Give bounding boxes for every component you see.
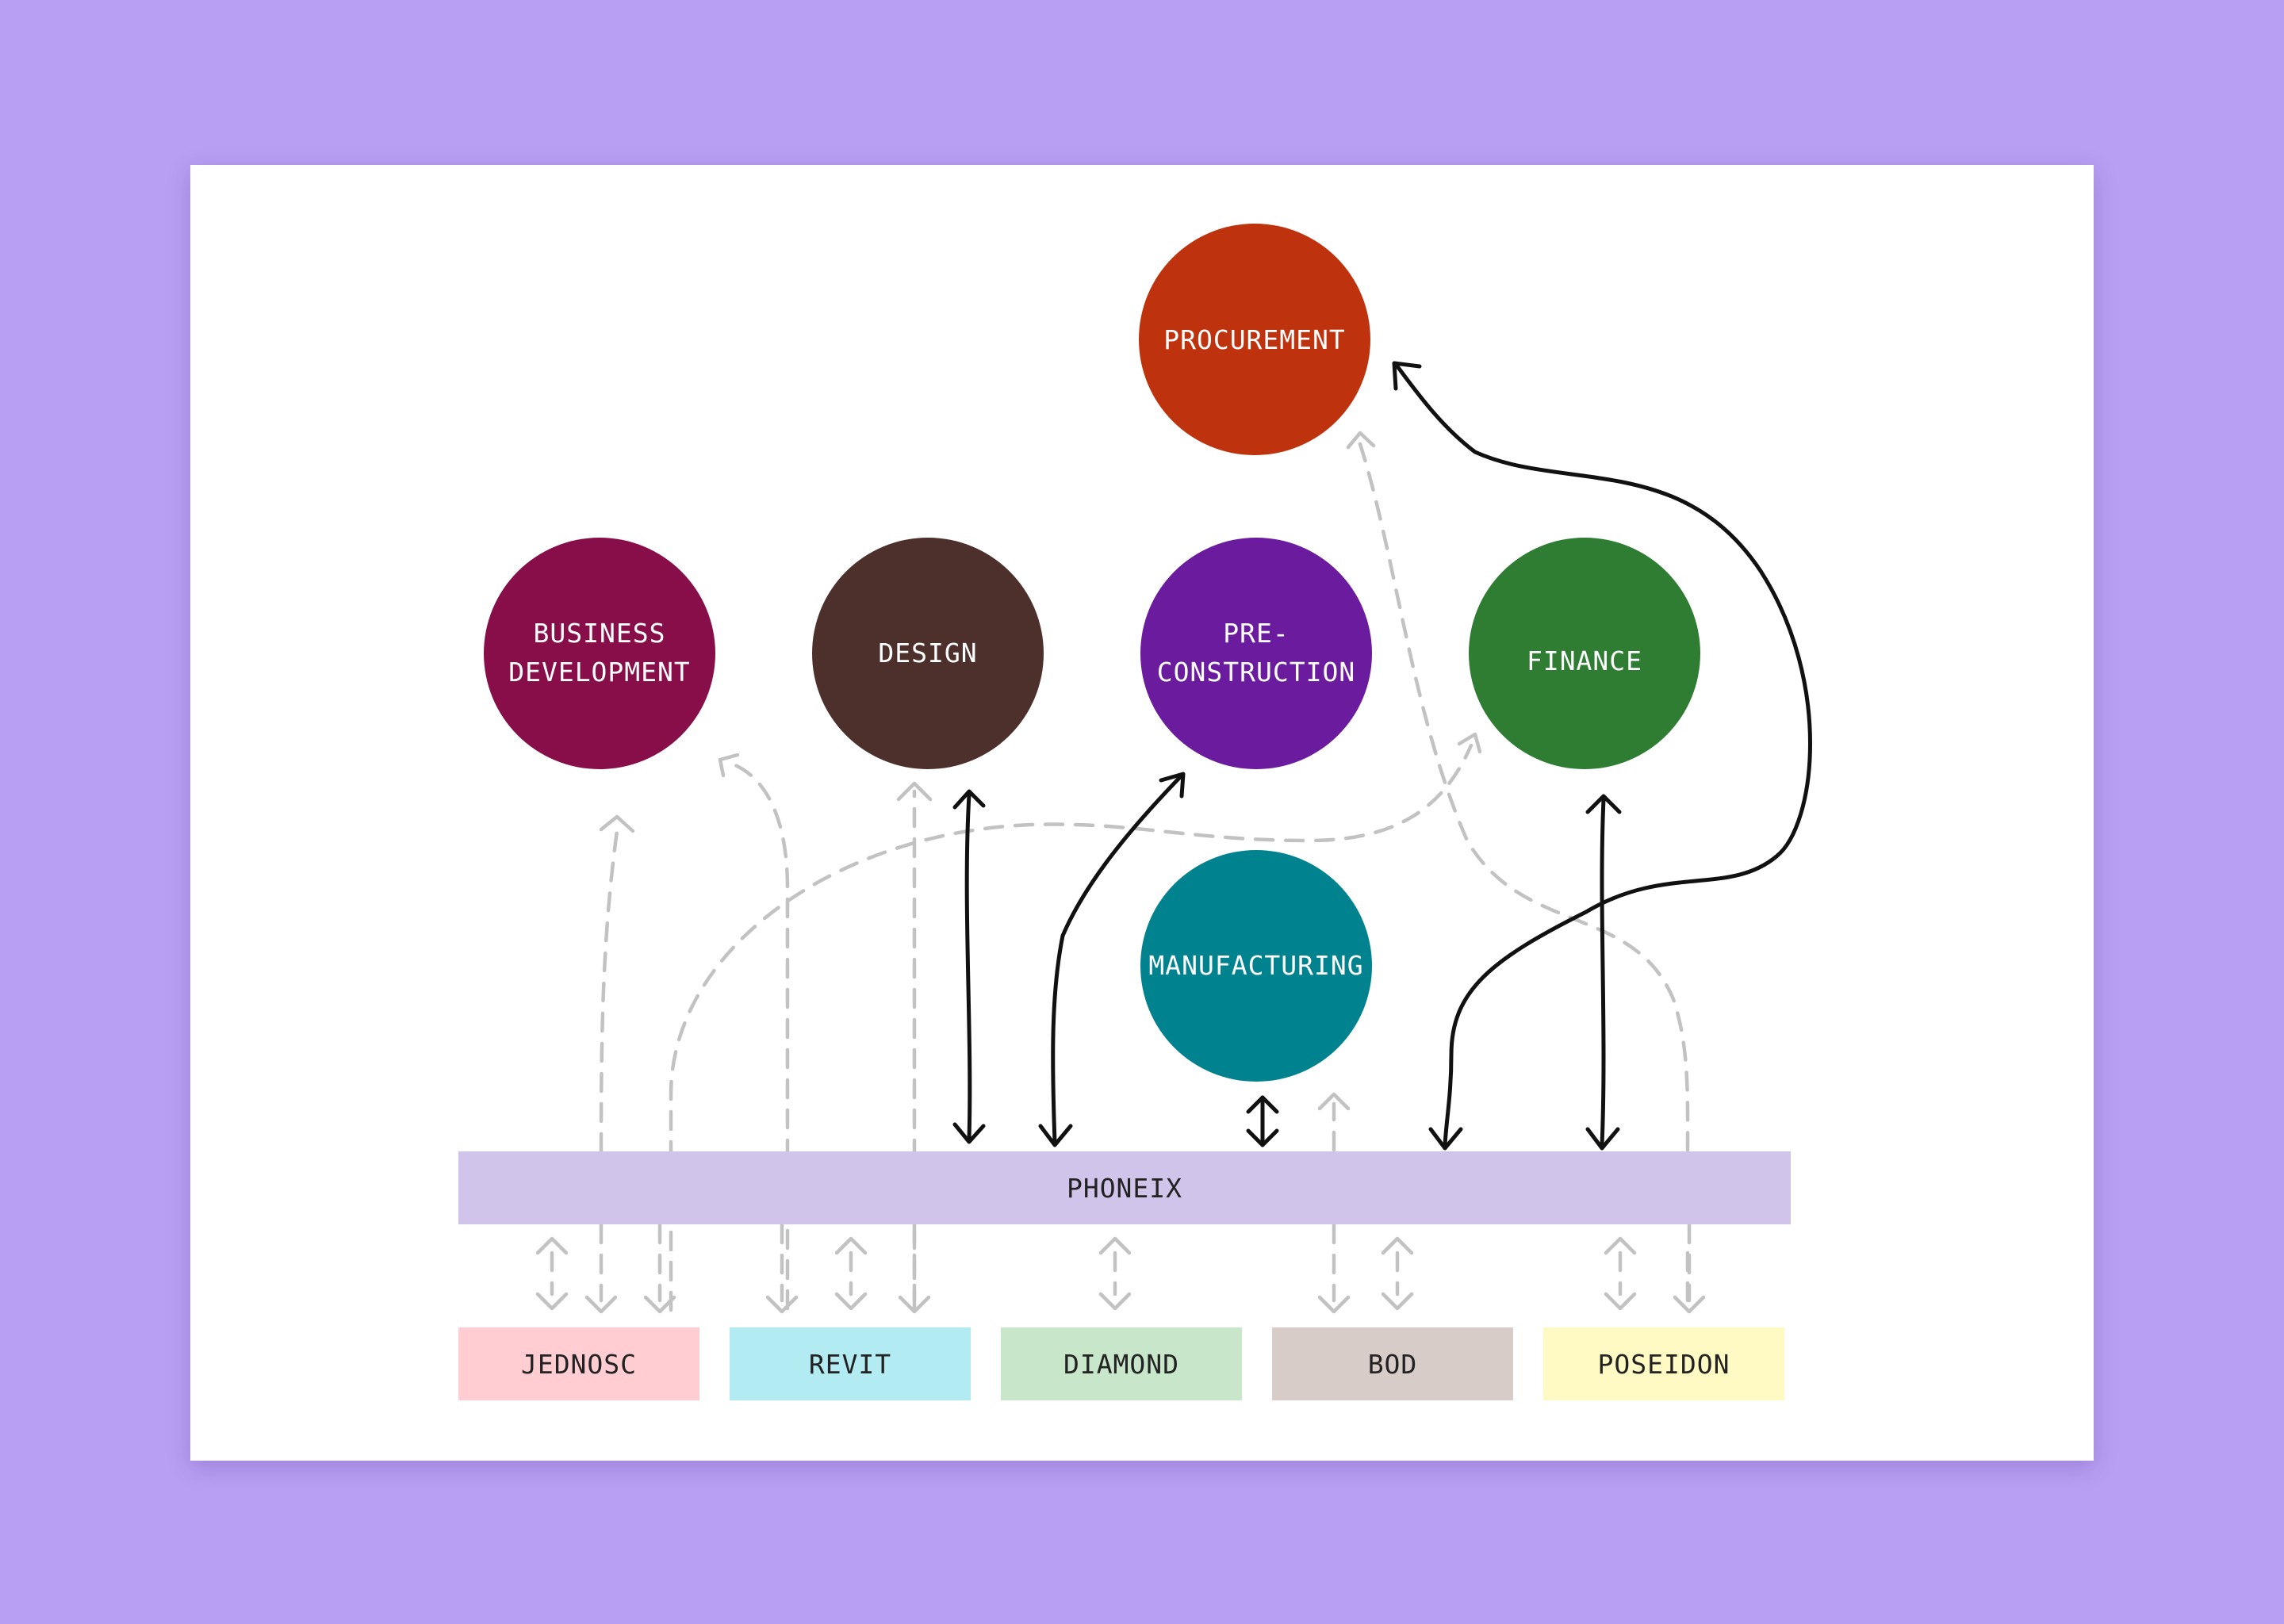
system-box	[1543, 1327, 1784, 1400]
dashed-arrow-to-finance	[669, 743, 1473, 1312]
dashed-arrow-revit-to-design	[727, 760, 790, 1311]
system-label: DIAMOND	[1063, 1349, 1179, 1380]
procurement-circle	[1139, 224, 1370, 455]
jednosc-connectors	[535, 1223, 676, 1314]
solid-connectors	[952, 361, 1812, 1151]
system-diamond[interactable]: DIAMOND	[1001, 1327, 1242, 1400]
node-business-development[interactable]: BUSINESS DEVELOPMENT	[484, 538, 715, 769]
arrowhead-icon	[1317, 1092, 1351, 1111]
system-jednosc[interactable]: JEDNOSC	[458, 1327, 699, 1400]
arrowhead-icon	[1346, 431, 1376, 450]
diagram-card	[190, 165, 2094, 1461]
revit-connectors	[765, 1223, 931, 1314]
arrowhead-icon	[1392, 361, 1463, 1151]
finance-circle	[1469, 538, 1700, 769]
procurement-label: PROCUREMENT	[1163, 324, 1346, 355]
node-procurement[interactable]: PROCUREMENT	[1139, 224, 1370, 455]
design-circle	[812, 538, 1044, 769]
node-preconstruction[interactable]: PRE- CONSTRUCTION	[1140, 538, 1372, 769]
preconstruction-label-line2: CONSTRUCTION	[1157, 657, 1355, 688]
arrow-design-phoenix	[964, 792, 972, 1141]
system-box	[730, 1327, 971, 1400]
system-label: BOD	[1368, 1349, 1418, 1380]
hub-label: PHONEIX	[1067, 1173, 1182, 1204]
business-development-label-line1: BUSINESS	[534, 618, 666, 649]
system-box	[458, 1327, 699, 1400]
arrowhead-icon	[952, 789, 986, 1144]
preconstruction-label-line1: PRE-	[1223, 618, 1289, 649]
arrowhead-icon	[599, 814, 635, 833]
node-design[interactable]: DESIGN	[812, 538, 1044, 769]
diamond-connectors	[1098, 1236, 1132, 1311]
arrowhead-icon	[896, 781, 933, 802]
node-finance[interactable]: FINANCE	[1469, 538, 1700, 769]
arrowhead-icon	[1246, 1095, 1279, 1147]
system-box	[1001, 1327, 1242, 1400]
manufacturing-label: MANUFACTURING	[1148, 950, 1363, 981]
arrowhead-icon	[1457, 732, 1482, 754]
system-label: POSEIDON	[1598, 1349, 1730, 1380]
bod-connectors	[1317, 1223, 1414, 1314]
poseidon-connectors	[1604, 1223, 1706, 1314]
system-poseidon[interactable]: POSEIDON	[1543, 1327, 1784, 1400]
design-label: DESIGN	[878, 638, 977, 668]
manufacturing-circle	[1140, 850, 1372, 1082]
hub-bar	[458, 1151, 1791, 1224]
system-label: JEDNOSC	[521, 1349, 637, 1380]
arrowhead-icon	[718, 753, 740, 778]
arrowhead-icon	[1038, 772, 1186, 1147]
dashed-arrow-to-business-development	[599, 829, 619, 1154]
arrow-procurement-phoenix	[1395, 364, 1812, 1147]
business-development-label-line2: DEVELOPMENT	[508, 657, 691, 688]
arrow-finance-phoenix	[1600, 797, 1606, 1147]
arrowhead-icon	[1585, 794, 1622, 1151]
finance-label: FINANCE	[1527, 645, 1642, 676]
system-bod[interactable]: BOD	[1272, 1327, 1513, 1400]
system-box	[1272, 1327, 1513, 1400]
business-development-circle	[484, 538, 715, 769]
system-revit[interactable]: REVIT	[730, 1327, 971, 1400]
preconstruction-circle	[1140, 538, 1372, 769]
system-label: REVIT	[809, 1349, 891, 1380]
arrow-preconstruction-phoenix	[1051, 773, 1184, 1144]
hub-phoenix[interactable]: PHONEIX	[458, 1151, 1791, 1224]
node-manufacturing[interactable]: MANUFACTURING	[1140, 850, 1372, 1082]
dashed-connectors	[535, 431, 1706, 1314]
